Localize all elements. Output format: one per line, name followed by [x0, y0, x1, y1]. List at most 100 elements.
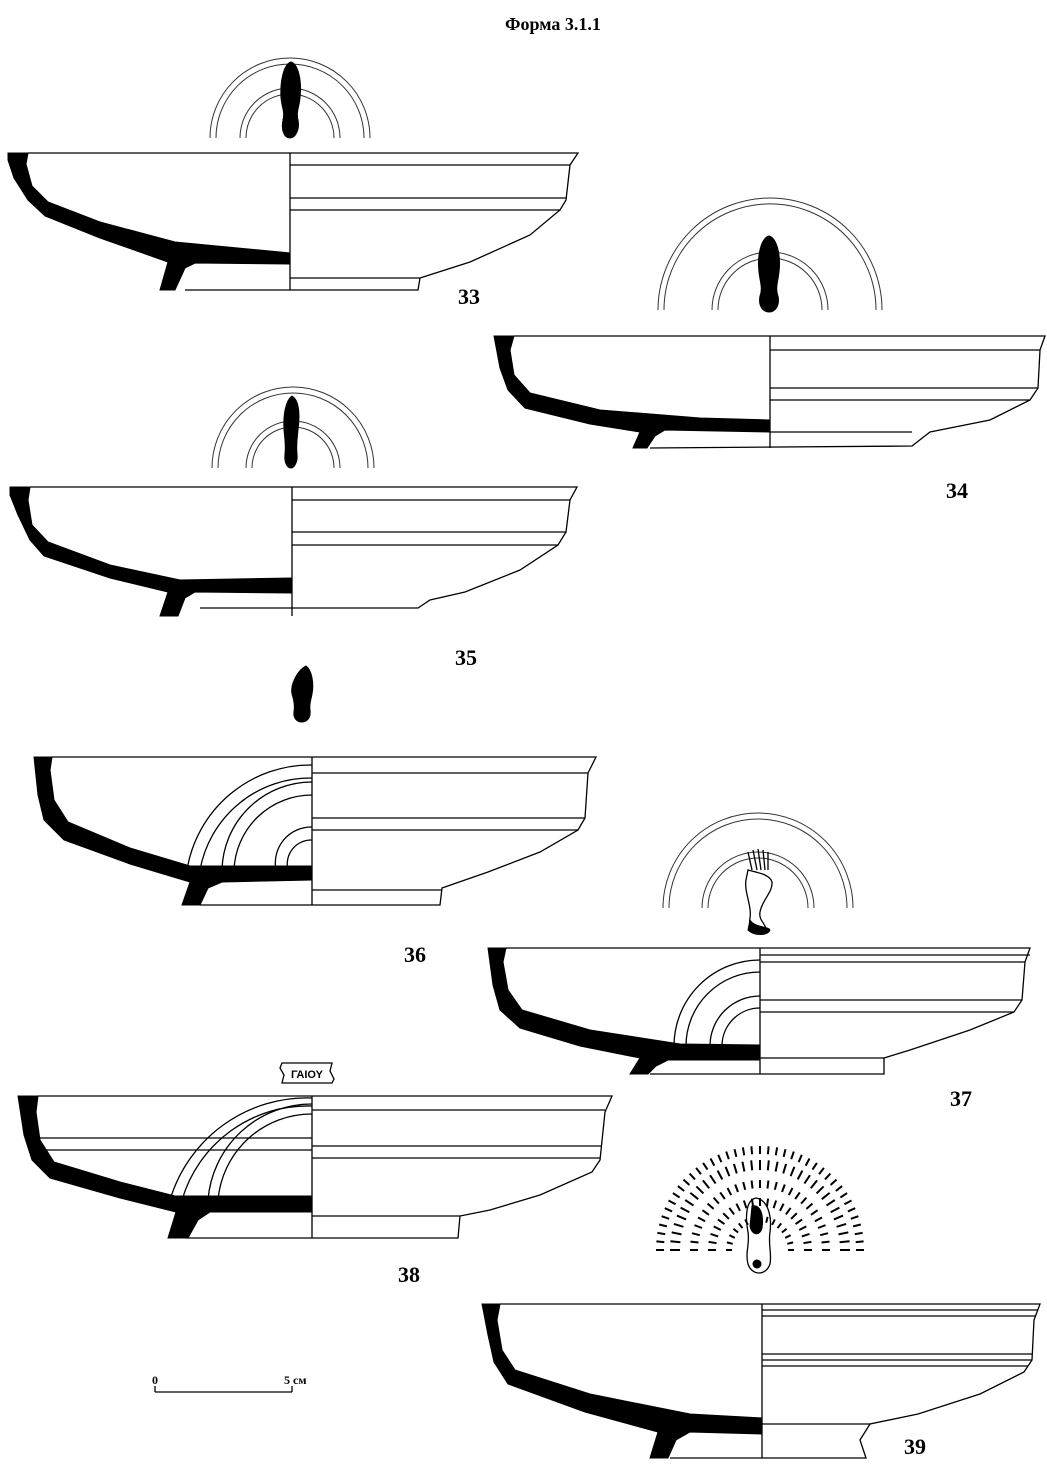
rouletting-mark — [805, 1202, 814, 1210]
scale-bar-end-label: 5 см — [284, 1373, 307, 1387]
rouletting-mark — [765, 1198, 770, 1207]
rouletting-mark — [855, 1240, 864, 1244]
rouletting-mark — [803, 1174, 811, 1185]
rouletting-mark — [774, 1161, 779, 1172]
rouletting-mark — [821, 1192, 831, 1200]
vessel-34: 34 — [493, 197, 1046, 503]
inner-circles-38 — [169, 1097, 313, 1201]
section-profile-35 — [9, 486, 293, 617]
vessel-39: 39 — [481, 1146, 1041, 1459]
rouletting-mark — [766, 1180, 770, 1189]
rouletting-mark — [672, 1192, 681, 1199]
rouletting-mark — [854, 1231, 863, 1236]
rouletting-mark — [670, 1240, 681, 1244]
rouletting-mark — [838, 1231, 849, 1236]
rouletting-mark — [835, 1185, 843, 1192]
inner-circles-36 — [186, 764, 313, 871]
rouletting-mark — [811, 1162, 818, 1171]
rouletting-mark — [671, 1231, 682, 1236]
rouletting-mark — [688, 1172, 696, 1181]
rouletting-mark — [657, 1231, 666, 1236]
rouletting-mark — [825, 1199, 836, 1207]
rouletting-mark — [694, 1224, 703, 1229]
rouletting-mark — [787, 1241, 794, 1245]
rouletting-mark — [785, 1207, 792, 1215]
rouletting-mark — [839, 1192, 848, 1199]
rouletting-mark — [719, 1191, 726, 1200]
rouletting-mark — [797, 1154, 803, 1163]
rouletting-mark — [680, 1206, 690, 1214]
rouletting-mark — [801, 1232, 810, 1238]
planta-pedis-stamp-35 — [283, 395, 300, 469]
rouletting-mark — [710, 1232, 719, 1238]
rouletting-mark — [708, 1240, 717, 1245]
rouletting-mark — [717, 1218, 725, 1225]
rouletting-mark — [833, 1214, 844, 1221]
planta-pedis-stamp-37 — [745, 848, 773, 935]
planta-pedis-stamp-34 — [758, 235, 780, 313]
rouletting-mark — [702, 1179, 710, 1189]
rouletting-mark — [781, 1228, 788, 1234]
vessel-37: 37 — [487, 812, 1031, 1111]
stamp-text-38: ΓΑΙΟΥ — [291, 1069, 324, 1081]
rouletting-mark — [684, 1199, 695, 1207]
section-profile-34 — [493, 335, 771, 449]
rouletting-mark — [656, 1240, 665, 1244]
rouletting-mark — [798, 1225, 807, 1231]
rouletting-mark — [701, 1209, 710, 1216]
rouletting-mark — [742, 1200, 748, 1209]
vessel-36: 36 — [33, 665, 598, 967]
rouletting-mark — [709, 1158, 716, 1167]
vessel-34-label: 34 — [946, 478, 968, 503]
rouletting-mark — [717, 1154, 723, 1163]
plate-title: Форма 3.1.1 — [505, 14, 601, 34]
rouletting-mark — [750, 1160, 754, 1171]
rouletting-mark — [852, 1223, 862, 1228]
rouletting-mark — [691, 1232, 701, 1237]
section-profile-38 — [17, 1095, 313, 1239]
rouletting-mark — [709, 1174, 717, 1185]
rouletting-mark — [734, 1184, 739, 1193]
rouletting-mark — [790, 1151, 795, 1160]
rouletting-mark — [695, 1185, 705, 1195]
rouletting-mark — [682, 1178, 691, 1186]
rouletting-mark — [803, 1240, 812, 1245]
vessel-38: ΓΑΙΟΥ 38 — [17, 1062, 613, 1287]
rouletting-mark — [733, 1148, 738, 1158]
vessel-39-label: 39 — [904, 1434, 926, 1459]
rouletting-mark — [712, 1196, 720, 1205]
stamp-circles-37 — [662, 812, 854, 909]
rouletting-mark — [843, 1199, 852, 1206]
rouletting-mark — [735, 1203, 741, 1212]
vessel-37-label: 37 — [950, 1086, 972, 1111]
rouletting-mark — [821, 1240, 830, 1244]
rouletting-mark — [741, 1161, 746, 1172]
rouletting-mark — [742, 1181, 747, 1191]
rouletting-mark — [722, 1212, 730, 1220]
rouletting-mark — [716, 1170, 724, 1180]
rouletting-mark — [830, 1206, 840, 1214]
rouletting-mark — [810, 1209, 819, 1216]
rouletting-mark — [819, 1232, 829, 1237]
rouletting-mark — [690, 1240, 699, 1244]
rouletting-mark — [661, 1215, 670, 1220]
rouletting-mark — [732, 1163, 738, 1174]
rouletting-mark — [847, 1207, 856, 1213]
section-profile-37 — [487, 947, 761, 1075]
rouletting-mark — [784, 1234, 792, 1239]
rouletting-mark — [741, 1147, 746, 1156]
planta-pedis-stamp-39 — [745, 1197, 772, 1274]
rouletting-mark — [702, 1162, 709, 1171]
rouletting-mark — [782, 1163, 788, 1174]
rouletting-mark — [824, 1172, 832, 1181]
vessel-35: 35 — [9, 386, 579, 670]
rouletting-mark — [787, 1187, 794, 1196]
rouletting-mark — [794, 1191, 801, 1200]
rouletting-mark — [728, 1207, 735, 1215]
rouletting-mark — [664, 1207, 673, 1213]
rouletting-mark — [781, 1184, 786, 1193]
vessel-36-label: 36 — [404, 942, 426, 967]
rouletting-mark — [810, 1179, 818, 1189]
rouletting-mark — [796, 1170, 804, 1180]
